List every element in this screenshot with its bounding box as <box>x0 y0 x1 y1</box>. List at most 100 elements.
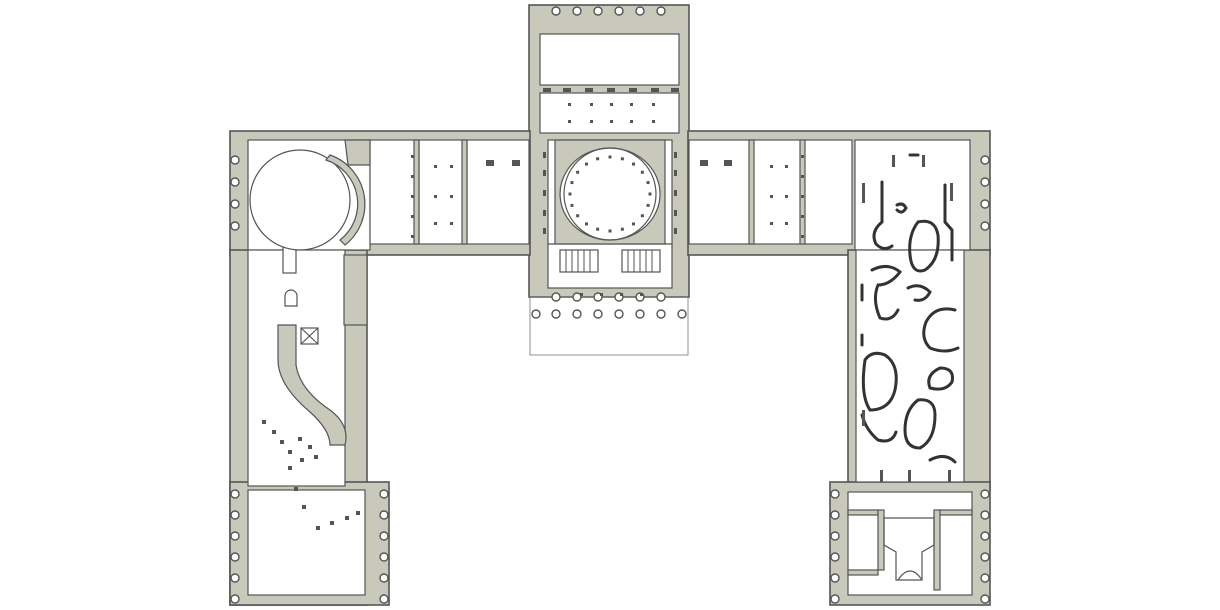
south-hall-pier <box>580 293 583 296</box>
north-portico-column <box>614 6 624 16</box>
east-wing-partition <box>892 155 895 167</box>
west-pavilion-column <box>379 594 389 604</box>
west-room-pier <box>411 195 414 198</box>
west-wing-marker <box>272 430 276 434</box>
west-end-column <box>230 177 240 187</box>
curve-6 <box>861 351 898 412</box>
rotunda-side-pier <box>543 210 546 216</box>
rotunda-wall <box>554 139 666 245</box>
east-pavilion-divider-1 <box>847 509 879 516</box>
west-pavilion-column <box>230 510 240 520</box>
north-hall-pier <box>652 120 655 123</box>
east-wing-partition <box>862 410 865 426</box>
south-hall-pier <box>620 293 623 296</box>
west-pavilion-column <box>230 573 240 583</box>
south-portico-column <box>635 309 645 319</box>
west-curved-gallery <box>277 289 347 446</box>
columns <box>230 6 990 604</box>
interior-piers <box>262 88 953 530</box>
south-portico-column <box>572 292 582 302</box>
west-pavilion-column <box>379 573 389 583</box>
east-wing-partition <box>950 183 953 201</box>
rotunda-column <box>632 222 636 226</box>
west-wing-marker <box>302 505 306 509</box>
north-portico-column <box>551 6 561 16</box>
west-pavilion-column <box>230 531 240 541</box>
east-end-column <box>980 199 990 209</box>
rotunda-column <box>620 157 624 161</box>
east-room-2 <box>752 139 802 245</box>
rotunda-column <box>646 181 650 185</box>
west-room-pier <box>411 235 414 238</box>
north-hall-pier <box>630 103 633 106</box>
west-room-pier <box>411 215 414 218</box>
east-pavilion-column <box>980 489 990 499</box>
west-pavilion-room <box>247 489 366 596</box>
west-corner-solid <box>344 139 371 166</box>
rotunda-side-pier <box>674 190 677 196</box>
west-wing-marker <box>345 516 349 520</box>
north-hall-pier <box>607 88 615 92</box>
east-stair <box>621 249 661 273</box>
south-hall-pier <box>640 293 643 296</box>
west-pavilion-column <box>230 489 240 499</box>
south-portico-column <box>551 292 561 302</box>
north-hall-pier <box>590 120 593 123</box>
west-room-pier <box>450 165 453 168</box>
east-pavilion-column <box>830 510 840 520</box>
east-pavilion-column <box>980 531 990 541</box>
west-wing-marker <box>288 466 292 470</box>
rotunda-column <box>584 162 588 166</box>
west-room-1 <box>369 139 417 245</box>
south-portico-steps <box>529 296 689 356</box>
rotunda-column <box>632 162 636 166</box>
rotunda-column <box>620 227 624 231</box>
west-stair <box>559 249 599 273</box>
north-hall-pier <box>651 88 659 92</box>
south-portico-column <box>531 309 541 319</box>
south-portico-column <box>593 309 603 319</box>
curve-5 <box>922 307 960 353</box>
south-portico-column <box>656 292 666 302</box>
east-room-pier <box>801 195 804 198</box>
south-portico-column <box>614 309 624 319</box>
rotunda-side-pier <box>543 190 546 196</box>
east-pavilion-column <box>830 594 840 604</box>
north-hall-pier <box>671 88 679 92</box>
rotunda-column <box>648 192 652 196</box>
west-wing-marker <box>298 437 302 441</box>
west-wing-pier <box>343 254 368 326</box>
west-wing-marker <box>314 455 318 459</box>
east-wing-partition <box>908 470 911 482</box>
rotunda-side-pier <box>543 228 546 234</box>
curved-gallery-walls <box>860 153 960 464</box>
east-pavilion-column <box>980 510 990 520</box>
west-niche <box>284 289 298 307</box>
curve-12 <box>895 202 908 214</box>
rotunda-side-pier <box>674 228 677 234</box>
west-room-pier <box>434 195 437 198</box>
west-end-column <box>230 155 240 165</box>
south-hall-pier <box>600 293 603 296</box>
rotunda-side-pier <box>543 152 546 158</box>
south-portico-column <box>677 309 687 319</box>
north-hall-pier <box>563 88 571 92</box>
west-wing-marker <box>288 450 292 454</box>
east-pavilion-divider-4 <box>933 509 941 591</box>
east-room-pier <box>770 195 773 198</box>
east-pavilion-column <box>980 552 990 562</box>
east-pavilion-column <box>980 573 990 583</box>
rotunda-column <box>570 203 574 207</box>
east-divider-2 <box>799 139 806 245</box>
east-pavilion-column <box>830 489 840 499</box>
east-room-3 <box>803 139 853 245</box>
north-hall-pier <box>610 120 613 123</box>
curve-2 <box>908 219 940 273</box>
east-room-pier <box>770 222 773 225</box>
west-divider-2 <box>461 139 468 245</box>
curve-10 <box>928 455 957 464</box>
north-hall-pier <box>585 88 593 92</box>
west-room-pier <box>434 165 437 168</box>
north-portico-column <box>593 6 603 16</box>
